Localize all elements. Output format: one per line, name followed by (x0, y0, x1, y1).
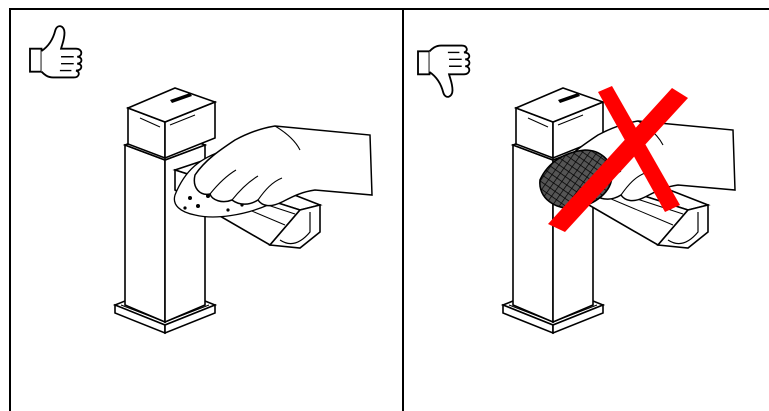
thumbs-up-icon (30, 26, 81, 77)
hand-illustration (194, 126, 372, 206)
panel-correct (30, 26, 372, 333)
thumbs-down-icon (418, 46, 469, 97)
panel-incorrect (418, 46, 735, 333)
